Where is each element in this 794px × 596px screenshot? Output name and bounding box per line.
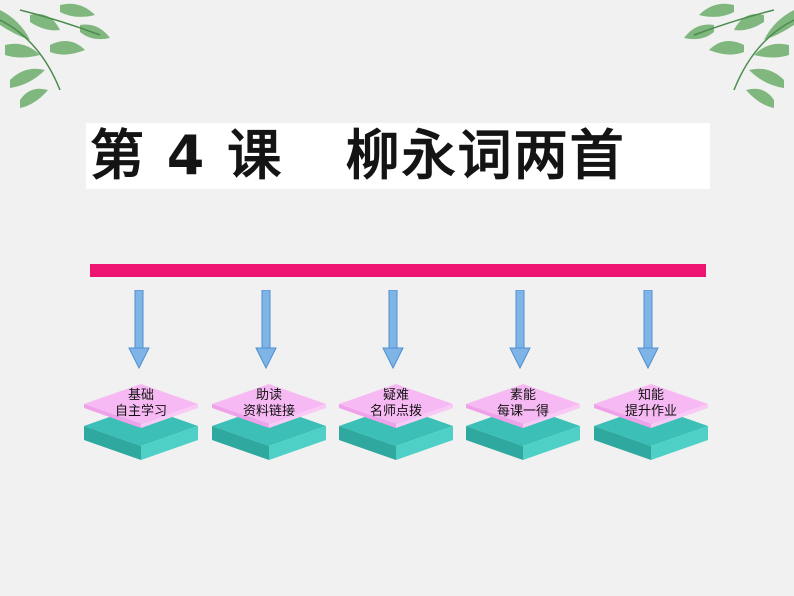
node-label-line2: 自主学习: [114, 404, 167, 419]
plate-icon: [594, 384, 708, 460]
down-arrow-icon: [255, 290, 277, 370]
leaf-decoration-right-icon: [684, 3, 794, 108]
divider-bar: [90, 264, 706, 277]
leaf-decoration-left-icon: [0, 3, 110, 108]
plate-icon: [84, 384, 198, 460]
node-label-line1: 助读: [255, 388, 282, 403]
title-bar: 第 4 课 柳永词两首: [86, 123, 710, 189]
down-arrow-icon: [637, 290, 659, 370]
nav-node-difficulty[interactable]: 疑难 名师点拨: [339, 382, 453, 462]
node-label: 素能 每课一得: [466, 388, 580, 420]
node-label-line2: 提升作业: [624, 404, 677, 419]
nav-node-competence[interactable]: 素能 每课一得: [466, 382, 580, 462]
nav-node-foundation[interactable]: 基础 自主学习: [84, 382, 198, 462]
down-arrow-icon: [382, 290, 404, 370]
node-label: 疑难 名师点拨: [339, 388, 453, 420]
node-label: 助读 资料链接: [212, 388, 326, 420]
nav-node-reading-aid[interactable]: 助读 资料链接: [212, 382, 326, 462]
plate-icon: [212, 384, 326, 460]
node-label-line1: 素能: [509, 388, 536, 403]
node-label-line1: 知能: [637, 388, 664, 403]
down-arrow-icon: [128, 290, 150, 370]
lesson-title: 第 4 课 柳永词两首: [90, 124, 626, 187]
node-label-line2: 资料链接: [242, 404, 295, 419]
node-label-line2: 每课一得: [496, 404, 549, 419]
node-label: 基础 自主学习: [84, 388, 198, 420]
node-label-line1: 基础: [127, 388, 154, 403]
node-label-line2: 名师点拨: [369, 404, 422, 419]
plate-icon: [339, 384, 453, 460]
plate-icon: [466, 384, 580, 460]
node-label: 知能 提升作业: [594, 388, 708, 420]
nav-node-homework[interactable]: 知能 提升作业: [594, 382, 708, 462]
node-label-line1: 疑难: [382, 388, 409, 403]
down-arrow-icon: [509, 290, 531, 370]
